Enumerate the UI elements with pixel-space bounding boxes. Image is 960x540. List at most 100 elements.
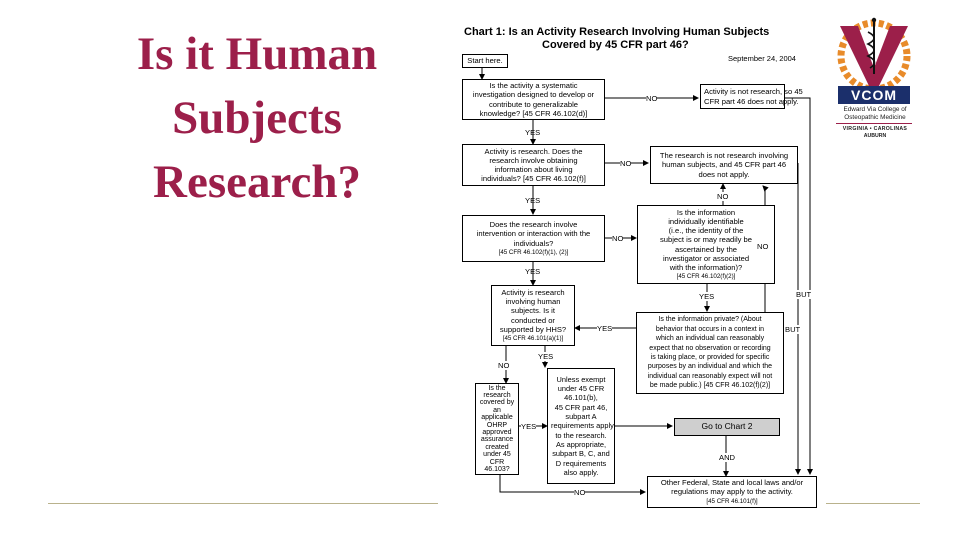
flow-box-private: Is the information private? (About behav… xyxy=(636,312,784,394)
flow-box-living: Activity is research. Does the research … xyxy=(462,144,605,186)
box-line: human subjects, and 45 CFR part 46 xyxy=(661,160,787,170)
box-line: intervention or interaction with the xyxy=(476,229,591,239)
box-line: Is the information xyxy=(676,207,736,217)
slide-title-line: Research? xyxy=(153,156,361,208)
flow-box-exempt: Unless exempt under 45 CFR 46.101(b), 45… xyxy=(547,368,615,484)
box-line: be made public.) [45 CFR 46.102(f)(2)] xyxy=(649,382,771,390)
flow-box-assurance: Is the research covered by an applicable… xyxy=(475,383,519,475)
box-line: covered by xyxy=(479,399,515,407)
logo-divider xyxy=(836,123,912,124)
box-line: Activity is not research, so 45 xyxy=(704,87,803,97)
box-line: knowledge? [45 CFR 46.102(d)] xyxy=(479,108,588,118)
label-yes: YES xyxy=(525,267,541,276)
box-line: [45 CFR 46.101(a)(1)] xyxy=(502,334,564,342)
box-line: Activity is research xyxy=(501,287,565,297)
box-line: does not apply. xyxy=(698,169,750,179)
box-line: individuals? xyxy=(513,238,554,248)
box-line: is taking place, or provided for specifi… xyxy=(650,354,770,361)
flow-box-identifiable: Is the information individually identifi… xyxy=(637,205,775,284)
flow-box-systematic: Is the activity a systematic investigati… xyxy=(462,79,605,120)
box-line: Other Federal, State and local laws and/… xyxy=(660,478,804,488)
box-line: supported by HHS? xyxy=(499,324,567,334)
box-line: As appropriate, xyxy=(555,439,607,449)
box-line: Activity is research. Does the xyxy=(484,146,583,156)
footer-rule-left xyxy=(48,503,438,504)
box-line: OHRP xyxy=(486,421,508,429)
box-line: under 45 xyxy=(483,451,511,459)
box-line: individual can reasonably expect will no… xyxy=(647,372,773,380)
label-yes: YES xyxy=(521,422,537,431)
label-yes: YES xyxy=(538,352,554,361)
flowchart-title-line: Covered by 45 CFR part 46? xyxy=(542,39,689,51)
connector-but-1 xyxy=(785,97,813,475)
box-line: under 45 CFR xyxy=(557,384,605,394)
box-line: behavior that occurs in a context in xyxy=(655,325,765,333)
box-line: [45 CFR 46.102(f)(2)] xyxy=(676,273,736,281)
label-no: NO xyxy=(646,94,658,103)
label-yes: YES xyxy=(597,324,613,333)
box-line: subjects. Is it xyxy=(511,306,555,316)
box-line: contribute to generalizable xyxy=(488,99,579,109)
box-line: information about living xyxy=(494,165,573,174)
box-line: Is the information private? (About xyxy=(658,316,762,324)
box-line: also apply. xyxy=(563,467,599,477)
box-line: subpart B, C, and xyxy=(552,449,610,459)
flow-box-other-laws: Other Federal, State and local laws and/… xyxy=(647,476,817,508)
box-line: 46.101(b), xyxy=(564,393,598,403)
flow-box-start: Start here. xyxy=(462,54,508,68)
flow-box-go-to-chart-2: Go to Chart 2 xyxy=(674,418,780,436)
box-line: with the information)? xyxy=(669,262,743,272)
slide-title-line: Is it Human xyxy=(136,28,378,80)
footer-rule-right xyxy=(826,503,920,504)
box-line: requirements apply xyxy=(551,421,614,431)
box-line: subject is or may readily be xyxy=(659,235,752,245)
slide-title-line: Subjects xyxy=(172,92,342,144)
box-line: D requirements xyxy=(555,458,607,468)
box-line: Start here. xyxy=(467,56,503,66)
logo-acronym: VCOM xyxy=(838,86,910,104)
box-line: investigation designed to develop or xyxy=(472,90,595,100)
flow-box-not-human-subjects: The research is not research involving h… xyxy=(650,146,798,184)
box-line: created xyxy=(485,443,509,451)
box-line: which an individual can reasonably xyxy=(655,335,765,343)
box-line: investigator or associated xyxy=(662,253,750,263)
box-line: approved xyxy=(482,429,512,436)
slide-title: Is it Human Subjects Research? xyxy=(92,22,422,214)
box-line: CFR part 46 does not apply. xyxy=(704,96,799,106)
box-line: CFR xyxy=(489,458,505,466)
box-line: research xyxy=(483,391,511,399)
box-line: 45 CFR part 46, xyxy=(554,402,608,412)
label-and: AND xyxy=(719,453,736,462)
box-line: regulations may apply to the activity. xyxy=(671,487,793,497)
flow-box-not-research: Activity is not research, so 45 CFR part… xyxy=(700,84,803,109)
logo-campus-line: VIRGINIA • CAROLINAS xyxy=(842,126,908,132)
label-yes: YES xyxy=(525,196,541,205)
box-line: involving human xyxy=(505,297,561,307)
label-yes: YES xyxy=(699,292,715,301)
label-no: NO xyxy=(717,192,729,201)
label-no: NO xyxy=(574,488,586,497)
box-line: 46.103? xyxy=(484,466,510,474)
box-line: [45 CFR 46.101(f)] xyxy=(706,497,758,505)
box-line: (i.e., the identity of the xyxy=(668,226,744,236)
label-but: BUT xyxy=(785,325,801,334)
flowchart-title-line: Chart 1: Is an Activity Research Involvi… xyxy=(464,26,770,38)
box-line: individually identifiable xyxy=(668,216,744,226)
label-no: NO xyxy=(498,361,510,370)
box-line: subpart A xyxy=(565,412,597,422)
box-line: The research is not research involving xyxy=(659,151,789,161)
flowchart-date: September 24, 2004 xyxy=(728,54,796,63)
label-but: BUT xyxy=(796,290,812,299)
box-line: Is the xyxy=(488,384,506,392)
box-line: Does the research involve xyxy=(489,220,578,230)
label-no: NO xyxy=(620,159,632,168)
box-line: individuals? [45 CFR 46.102(f)] xyxy=(481,174,586,184)
box-line: conducted or xyxy=(511,315,555,325)
label-no: NO xyxy=(757,242,769,251)
logo-name-line: Osteopathic Medicine xyxy=(844,114,906,121)
flowchart-title: Chart 1: Is an Activity Research Involvi… xyxy=(462,26,832,52)
box-line: applicable xyxy=(481,414,513,422)
box-line: to the research. xyxy=(555,430,607,440)
box-line: ascertained by the xyxy=(674,244,738,254)
